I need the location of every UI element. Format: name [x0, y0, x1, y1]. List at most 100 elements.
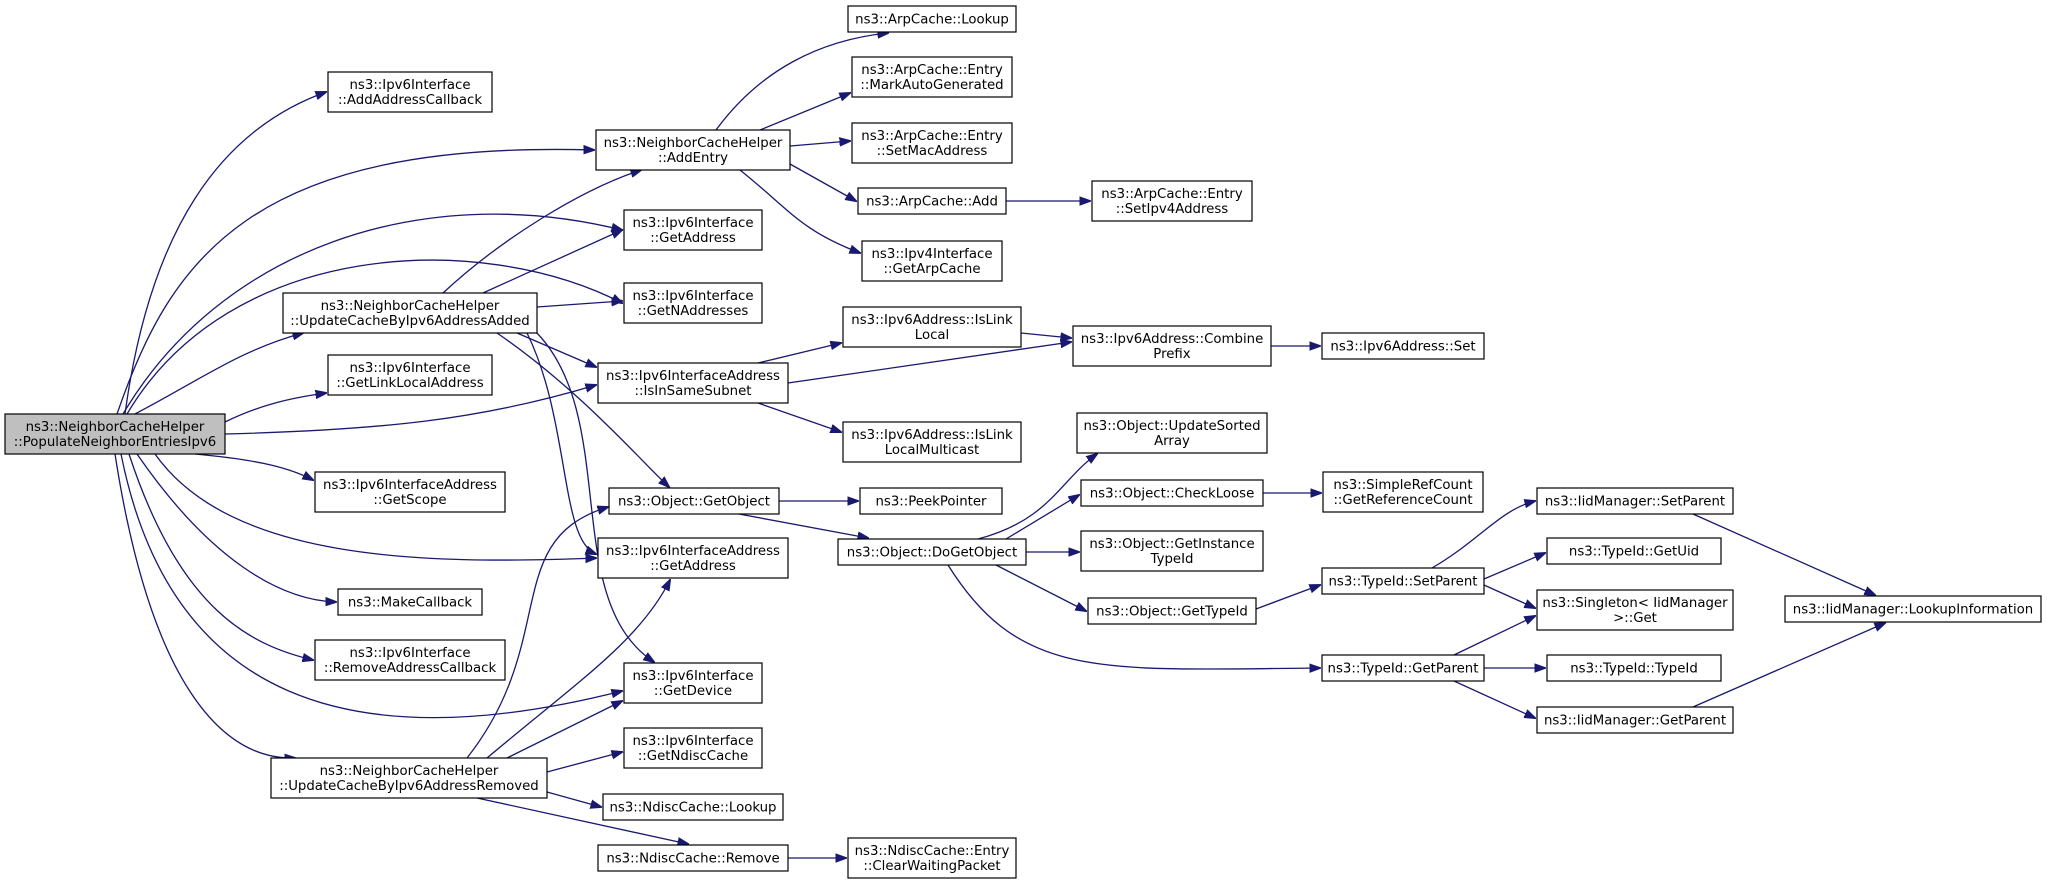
node-box	[1087, 597, 1257, 625]
node-box	[623, 209, 763, 251]
node-box	[1546, 537, 1722, 565]
node-iidGetParent[interactable]: ns3::IidManager::GetParent	[1536, 706, 1734, 734]
node-markAuto[interactable]: ns3::ArpCache::Entry::MarkAutoGenerated	[851, 56, 1013, 98]
node-getScope[interactable]: ns3::Ipv6InterfaceAddress::GetScope	[314, 471, 506, 513]
node-isInSameSubnet[interactable]: ns3::Ipv6InterfaceAddress::IsInSameSubne…	[597, 362, 789, 404]
node-label: ns3::Object::GetTypeId	[1096, 605, 1248, 620]
node-label: Prefix	[1153, 347, 1191, 362]
edge-typeIdSetParent-to-iidSetParent	[1431, 501, 1535, 569]
node-getArpCache[interactable]: ns3::Ipv4Interface::GetArpCache	[861, 240, 1003, 282]
node-ndiscLookup[interactable]: ns3::NdiscCache::Lookup	[602, 793, 784, 821]
node-label: ns3::Object::GetObject	[618, 495, 770, 510]
node-arpLookup[interactable]: ns3::ArpCache::Lookup	[847, 5, 1017, 33]
node-label: ::MarkAutoGenerated	[860, 78, 1003, 93]
node-addEntry[interactable]: ns3::NeighborCacheHelper::AddEntry	[595, 129, 791, 171]
edge-addEntry-to-setMac	[789, 141, 850, 146]
node-typeIdTypeId[interactable]: ns3::TypeId::TypeId	[1546, 654, 1722, 682]
edge-root-to-ifaceAddrGetAddress	[154, 453, 596, 560]
node-typeIdGetParent[interactable]: ns3::TypeId::GetParent	[1321, 654, 1485, 682]
node-addAddrCb[interactable]: ns3::Ipv6Interface::AddAddressCallback	[327, 71, 493, 113]
node-ipv6Set[interactable]: ns3::Ipv6Address::Set	[1321, 332, 1485, 360]
node-label: ns3::Ipv6Address::Combine	[1081, 332, 1264, 347]
node-label: ns3::Ipv6Interface	[350, 78, 471, 93]
node-arpAdd[interactable]: ns3::ArpCache::Add	[857, 187, 1007, 215]
node-label: ns3::Object::DoGetObject	[847, 546, 1017, 561]
node-getObject[interactable]: ns3::Object::GetObject	[608, 487, 780, 515]
node-label: Array	[1154, 434, 1190, 449]
node-box	[597, 537, 789, 579]
node-singletonGet[interactable]: ns3::Singleton< IidManager>::Get	[1536, 589, 1734, 631]
node-setMac[interactable]: ns3::ArpCache::Entry::SetMacAddress	[851, 122, 1013, 164]
node-box	[623, 662, 763, 704]
node-box	[842, 306, 1022, 348]
node-box	[1072, 325, 1272, 367]
node-doGetObject[interactable]: ns3::Object::DoGetObject	[837, 538, 1027, 566]
node-makeCallback[interactable]: ns3::MakeCallback	[337, 588, 483, 616]
node-getNAddresses[interactable]: ns3::Ipv6Interface::GetNAddresses	[623, 282, 763, 324]
node-label: ns3::ArpCache::Entry	[1101, 187, 1243, 202]
node-label: ns3::NeighborCacheHelper	[604, 136, 783, 151]
node-updateAdded[interactable]: ns3::NeighborCacheHelper::UpdateCacheByI…	[282, 292, 538, 334]
node-label: ::ClearWaitingPacket	[863, 859, 1000, 874]
node-root[interactable]: ns3::NeighborCacheHelper::PopulateNeighb…	[4, 413, 226, 455]
node-box	[861, 240, 1003, 282]
node-iidSetParent[interactable]: ns3::IidManager::SetParent	[1536, 487, 1734, 515]
node-label: ns3::Ipv6Interface	[633, 734, 754, 749]
node-box	[1536, 487, 1734, 515]
node-getNdiscCache[interactable]: ns3::Ipv6Interface::GetNdiscCache	[623, 727, 763, 769]
node-box	[608, 487, 780, 515]
node-clearWaiting[interactable]: ns3::NdiscCache::Entry::ClearWaitingPack…	[847, 837, 1017, 879]
node-ipv6GetAddress[interactable]: ns3::Ipv6Interface::GetAddress	[623, 209, 763, 251]
node-box	[623, 282, 763, 324]
node-typeIdSetParent[interactable]: ns3::TypeId::SetParent	[1321, 567, 1485, 595]
node-setIpv4[interactable]: ns3::ArpCache::Entry::SetIpv4Address	[1091, 180, 1253, 222]
node-getUid[interactable]: ns3::TypeId::GetUid	[1546, 537, 1722, 565]
node-label: ns3::NdiscCache::Entry	[855, 844, 1010, 859]
edge-typeIdSetParent-to-getUid	[1483, 553, 1545, 580]
node-box	[851, 56, 1013, 98]
node-checkLoose[interactable]: ns3::Object::CheckLoose	[1080, 479, 1264, 507]
edge-updateAdded-to-getObject	[496, 332, 669, 487]
node-box	[623, 727, 763, 769]
edge-root-to-updateAdded	[134, 333, 303, 415]
edge-iidGetParent-to-lookupInformation	[1692, 623, 1885, 708]
edge-root-to-getDevice	[120, 453, 622, 719]
edge-updateRemoved-to-ndiscLookup	[546, 791, 601, 807]
node-label: ns3::NeighborCacheHelper	[26, 420, 205, 435]
node-getDevice[interactable]: ns3::Ipv6Interface::GetDevice	[623, 662, 763, 704]
edge-doGetObject-to-updateSorted	[977, 454, 1097, 540]
node-peekPointer[interactable]: ns3::PeekPointer	[859, 487, 1003, 515]
node-label: ns3::Singleton< IidManager	[1542, 596, 1728, 611]
node-label: ns3::TypeId::GetParent	[1328, 662, 1479, 677]
node-label: LocalMulticast	[885, 443, 980, 458]
node-label: ::GetDevice	[654, 684, 732, 699]
node-box	[1321, 567, 1485, 595]
edge-updateAdded-to-ifaceAddrGetAddress	[526, 332, 596, 554]
edge-isInSameSubnet-to-isLinkLocalMc	[757, 402, 841, 432]
node-box	[1536, 589, 1734, 631]
node-getTypeId[interactable]: ns3::Object::GetTypeId	[1087, 597, 1257, 625]
node-label: ::AddAddressCallback	[338, 93, 482, 108]
node-getRefCount[interactable]: ns3::SimpleRefCount::GetReferenceCount	[1322, 471, 1484, 513]
node-removeAddrCb[interactable]: ns3::Ipv6Interface::RemoveAddressCallbac…	[314, 639, 506, 681]
node-ndiscRemove[interactable]: ns3::NdiscCache::Remove	[597, 844, 789, 872]
edge-updateAdded-to-ipv6GetAddress	[482, 230, 622, 294]
node-label: ns3::IidManager::GetParent	[1544, 714, 1726, 729]
node-ifaceAddrGetAddress[interactable]: ns3::Ipv6InterfaceAddress::GetAddress	[597, 537, 789, 579]
node-box	[1080, 479, 1264, 507]
node-label: ns3::NeighborCacheHelper	[320, 764, 499, 779]
edge-root-to-addAddrCb	[124, 92, 326, 415]
node-box	[282, 292, 538, 334]
node-lookupInformation[interactable]: ns3::IidManager::LookupInformation	[1784, 595, 2042, 623]
node-label: ns3::ArpCache::Lookup	[855, 13, 1009, 28]
nodes-layer: ns3::NeighborCacheHelper::PopulateNeighb…	[4, 5, 2042, 879]
node-getLinkLocal[interactable]: ns3::Ipv6Interface::GetLinkLocalAddress	[327, 354, 493, 396]
node-updateRemoved[interactable]: ns3::NeighborCacheHelper::UpdateCacheByI…	[270, 757, 548, 799]
node-label: ns3::NdiscCache::Lookup	[609, 801, 776, 816]
